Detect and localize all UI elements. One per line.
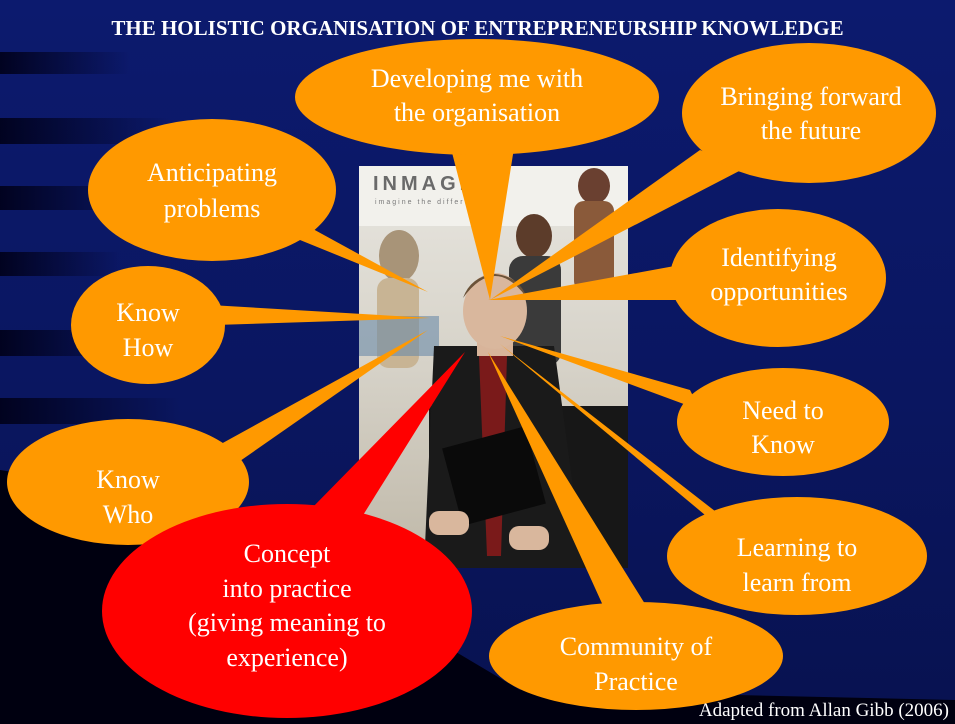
callout-bringing-forward — [490, 43, 936, 300]
slide-title: THE HOLISTIC ORGANISATION OF ENTREPRENEU… — [111, 16, 844, 40]
source-credit: Adapted from Allan Gibb (2006) — [698, 700, 949, 721]
callout-know-who — [7, 330, 428, 545]
callout-know-how — [71, 266, 430, 384]
callout-need-to-know — [500, 336, 889, 476]
inmagine-tagline: imagine the difference — [375, 199, 488, 206]
callout-developing-me — [295, 39, 659, 300]
callout-learning-to-learn — [500, 344, 927, 615]
callout-concept-into-practice — [102, 352, 472, 718]
callout-anticipating — [88, 119, 428, 292]
callout-community-of-practice — [488, 352, 783, 710]
callout-identifying — [488, 209, 886, 347]
